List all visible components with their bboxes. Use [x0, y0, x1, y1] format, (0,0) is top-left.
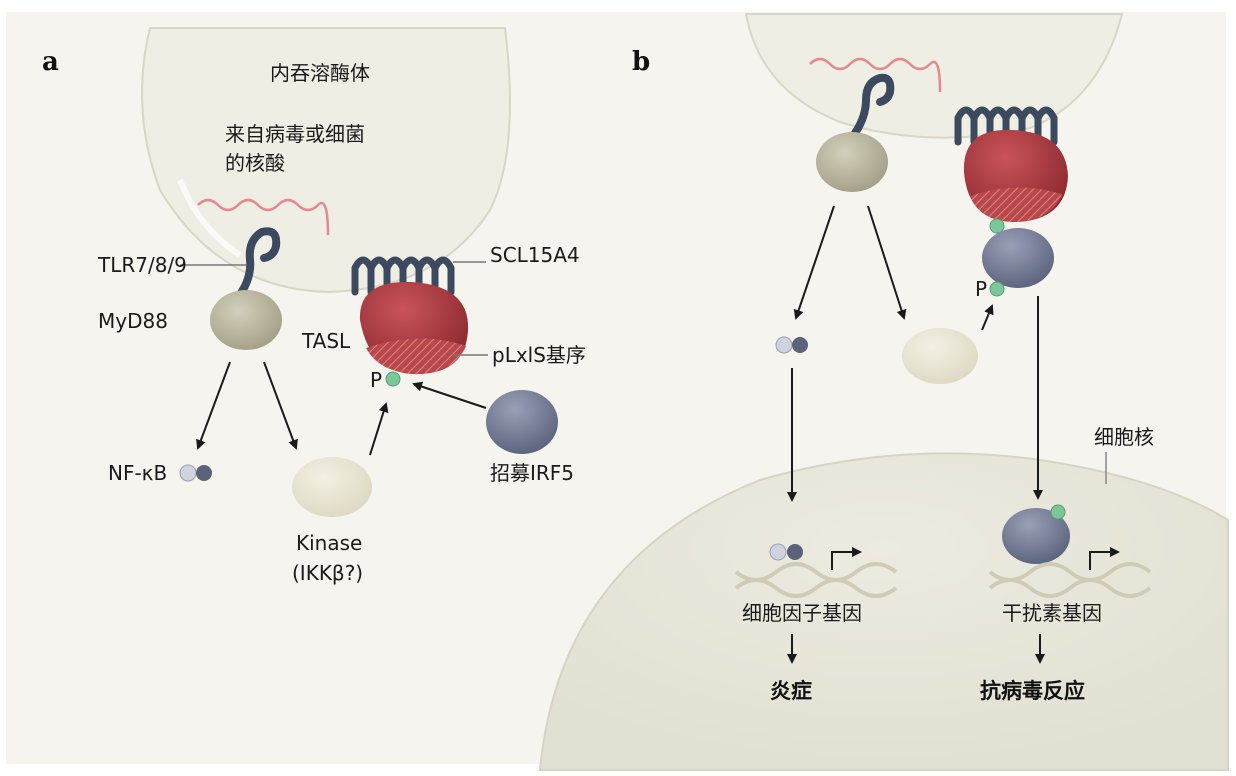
- phosphate-label-b: P: [975, 277, 987, 301]
- endolysosome-membrane-b: [744, 13, 1124, 139]
- nucleus-label: 细胞核: [1094, 425, 1154, 449]
- pathway-arrows-b: [787, 205, 1045, 664]
- kinase-protein: [292, 457, 372, 517]
- panel-label-a: a: [42, 47, 59, 77]
- kinase-protein-b: [902, 328, 978, 384]
- nfkb-subunit-dark-b: [792, 337, 808, 353]
- phosphate-group-b1: [989, 218, 1005, 234]
- irf5-nuclear: [1002, 508, 1070, 564]
- slc15a4-transporter: [351, 256, 455, 296]
- inflammation-label: 炎症: [770, 679, 812, 703]
- motif-label: pLxlS基序: [492, 343, 586, 367]
- myd88-label: MyD88: [98, 309, 168, 333]
- pathway-arrows-a: [196, 361, 487, 456]
- nfkb-subunit-dark: [196, 465, 212, 481]
- nfkb-label: NF-κB: [108, 461, 167, 485]
- phosphate-nuclear: [1050, 504, 1066, 520]
- nfkb-nuclear-light: [769, 543, 787, 561]
- kinase-label-line2: (IKKβ?): [292, 561, 363, 585]
- membrane-highlight: [177, 178, 242, 258]
- nucleic-acid-label-line1: 来自病毒或细菌: [225, 122, 365, 146]
- interferon-dna: [988, 562, 1152, 598]
- tasl-label: TASL: [301, 329, 351, 353]
- viral-rna-strand-b: [809, 57, 942, 93]
- myd88-protein-b: [816, 132, 888, 192]
- interferon-gene-label: 干扰素基因: [1002, 601, 1102, 625]
- nfkb-subunit-light: [179, 464, 197, 482]
- kinase-label-line1: Kinase: [296, 531, 362, 555]
- antiviral-response-label: 抗病毒反应: [980, 679, 1085, 703]
- viral-rna-strand: [197, 198, 330, 236]
- nucleic-acid-label-line2: 的核酸: [225, 151, 285, 175]
- panel-label-b: b: [632, 47, 650, 77]
- nfkb-nuclear-dark: [787, 544, 803, 560]
- endolysosome-label: 内吞溶酶体: [270, 61, 370, 85]
- phosphate-label-a: P: [370, 368, 382, 392]
- myd88-protein: [210, 290, 282, 350]
- transcription-start-cytokine: [831, 547, 862, 570]
- irf5-protein: [486, 390, 558, 454]
- cytokine-dna: [734, 562, 898, 598]
- recruit-irf5-label: 招募IRF5: [490, 461, 574, 485]
- endolysosome-membrane: [141, 27, 511, 294]
- transcription-start-interferon: [1089, 547, 1120, 570]
- slc15a4-transporter-b: [954, 106, 1058, 146]
- nfkb-subunit-light-b: [775, 336, 793, 354]
- phosphate-group: [385, 371, 401, 387]
- tlr-receptor: [232, 227, 281, 304]
- irf5-protein-b: [982, 228, 1054, 288]
- slc15a4-label: SCL15A4: [490, 243, 580, 267]
- phosphate-group-b2: [989, 281, 1005, 297]
- tlr-label: TLR7/8/9: [97, 253, 187, 277]
- tlr-receptor-b: [846, 73, 895, 144]
- plxis-motif-region: [366, 338, 466, 374]
- plxis-motif-region-b: [970, 187, 1062, 222]
- cytokine-gene-label: 细胞因子基因: [742, 601, 862, 625]
